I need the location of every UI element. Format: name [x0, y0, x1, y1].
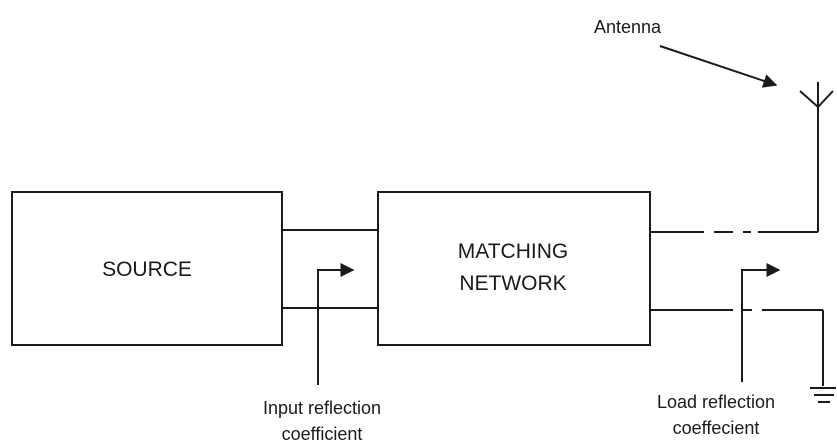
input-reflection-label-line2: coefficient [282, 424, 363, 444]
matching-label-line1: MATCHING [458, 240, 568, 263]
bottom-output-wire [650, 309, 824, 386]
source-block [11, 191, 283, 346]
load-reflection-label-line2: coeffecient [673, 418, 760, 438]
antenna-icon [799, 82, 834, 108]
load-reflection-label-line1: Load reflection [657, 392, 775, 412]
load-reflection-pointer [741, 263, 781, 382]
input-reflection-pointer [317, 263, 355, 385]
ground-icon [810, 387, 836, 403]
matching-network-block [377, 191, 651, 346]
matching-label-line2: NETWORK [459, 272, 566, 295]
top-output-wire [650, 107, 819, 233]
source-label: SOURCE [102, 258, 192, 281]
antenna-pointer-arrow [659, 45, 778, 88]
input-reflection-label-line1: Input reflection [263, 398, 381, 418]
antenna-label: Antenna [594, 17, 662, 37]
